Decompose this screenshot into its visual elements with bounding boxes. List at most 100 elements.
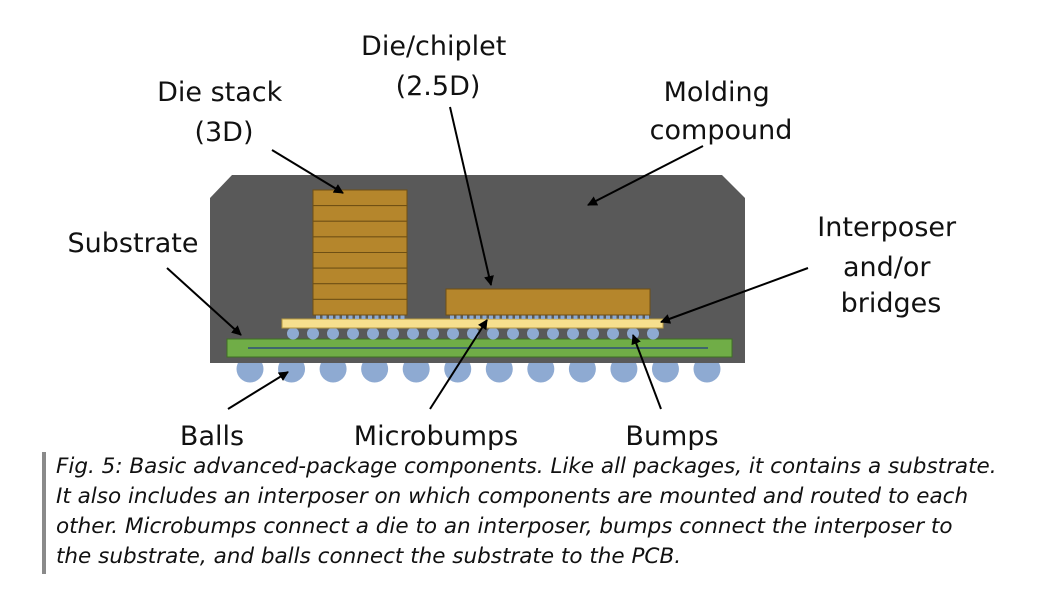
microbump	[381, 315, 385, 319]
caption-line-1: Fig. 5: Basic advanced-package component…	[56, 454, 997, 479]
die-stack-layer	[312, 236, 408, 253]
label-substrate: Substrate	[68, 228, 199, 259]
caption-line-2: It also includes an interposer on which …	[56, 484, 969, 509]
label-die-chiplet-line1: Die/chiplet	[361, 31, 506, 62]
microbump	[482, 315, 487, 319]
figure-caption: Fig. 5: Basic advanced-package component…	[42, 452, 1002, 574]
label-bumps: Bumps	[625, 421, 718, 450]
microbump	[387, 315, 392, 319]
microbump	[554, 315, 558, 319]
microbump	[638, 315, 643, 319]
die-stack-layer	[312, 252, 408, 269]
microbump	[329, 315, 333, 319]
microbump	[515, 315, 519, 319]
bump	[327, 327, 339, 340]
package-diagram: Die stack (3D) Die/chiplet (2.5D) Moldin…	[68, 31, 957, 450]
bumps-row	[287, 327, 659, 340]
microbump	[599, 315, 604, 319]
microbump	[374, 315, 379, 319]
microbump	[368, 315, 372, 319]
microbump	[456, 315, 461, 319]
label-die-stack: Die stack (3D)	[157, 77, 291, 148]
label-molding-compound: Molding compound	[650, 77, 793, 146]
microbump	[521, 315, 526, 319]
microbump	[489, 315, 493, 319]
microbump	[342, 315, 346, 319]
bump	[307, 327, 319, 340]
microbump	[476, 315, 480, 319]
die-stack-layer	[312, 189, 408, 207]
label-interposer-line3: bridges	[841, 288, 942, 319]
microbump	[534, 315, 539, 319]
microbump	[580, 315, 584, 319]
microbump	[528, 315, 532, 319]
arrow-die-chiplet	[449, 106, 494, 286]
bump	[367, 327, 379, 340]
label-interposer-line2: and/or	[843, 252, 931, 283]
arrow-substrate	[166, 267, 242, 336]
label-die-stack-line1: Die stack	[157, 77, 283, 108]
bump	[527, 327, 539, 340]
microbump	[632, 315, 636, 319]
arrow-interposer	[660, 267, 809, 324]
die-stack-layer	[312, 267, 408, 285]
bump	[487, 327, 499, 340]
microbump	[348, 315, 353, 319]
microbump	[606, 315, 610, 319]
microbump	[469, 315, 474, 319]
microbump	[361, 315, 366, 319]
arrow-molding	[587, 145, 704, 206]
die-stack-layer	[312, 283, 408, 300]
caption-line-3: other. Microbumps connect a die to an in…	[56, 514, 953, 539]
bump	[647, 327, 659, 340]
microbump	[547, 315, 552, 319]
microbumps-row	[316, 315, 649, 319]
bump	[567, 327, 579, 340]
caption-line-4: the substrate, and balls connect the sub…	[56, 544, 682, 569]
microbump	[355, 315, 359, 319]
label-microbumps: Microbumps	[354, 421, 518, 450]
bump	[387, 327, 399, 340]
label-die-stack-line2: (3D)	[194, 117, 253, 148]
bump	[427, 327, 439, 340]
bump	[607, 327, 619, 340]
microbump	[394, 315, 398, 319]
microbump	[541, 315, 545, 319]
microbump	[560, 315, 565, 319]
microbump	[625, 315, 630, 319]
microbump	[502, 315, 506, 319]
die-stack-layer	[312, 298, 408, 316]
label-interposer-line1: Interposer	[817, 212, 957, 243]
microbump	[573, 315, 578, 319]
arrow-balls	[227, 371, 289, 410]
interposer	[281, 318, 664, 329]
die-stack-layer	[312, 220, 408, 238]
die-stack	[312, 189, 408, 316]
die-stack-layer	[312, 205, 408, 222]
arrow-die-stack	[271, 149, 344, 194]
label-molding-line1: Molding	[664, 77, 770, 108]
microbump	[619, 315, 623, 319]
microbump	[567, 315, 571, 319]
label-die-chiplet: Die/chiplet (2.5D)	[361, 31, 515, 102]
microbump	[400, 315, 405, 319]
bump	[447, 327, 459, 340]
die-chiplet	[445, 288, 651, 316]
microbump	[450, 315, 454, 319]
label-die-chiplet-line2: (2.5D)	[396, 71, 481, 102]
bump	[587, 327, 599, 340]
bump	[407, 327, 419, 340]
label-molding-line2: compound	[650, 115, 793, 146]
microbump	[593, 315, 597, 319]
arrow-bumps	[631, 334, 662, 410]
microbump	[322, 315, 327, 319]
microbump	[463, 315, 467, 319]
bump	[347, 327, 359, 340]
microbump	[508, 315, 513, 319]
arrow-microbumps	[429, 319, 488, 410]
bump	[507, 327, 519, 340]
microbump	[612, 315, 617, 319]
bump	[287, 327, 299, 340]
microbump	[495, 315, 500, 319]
microbump	[586, 315, 591, 319]
